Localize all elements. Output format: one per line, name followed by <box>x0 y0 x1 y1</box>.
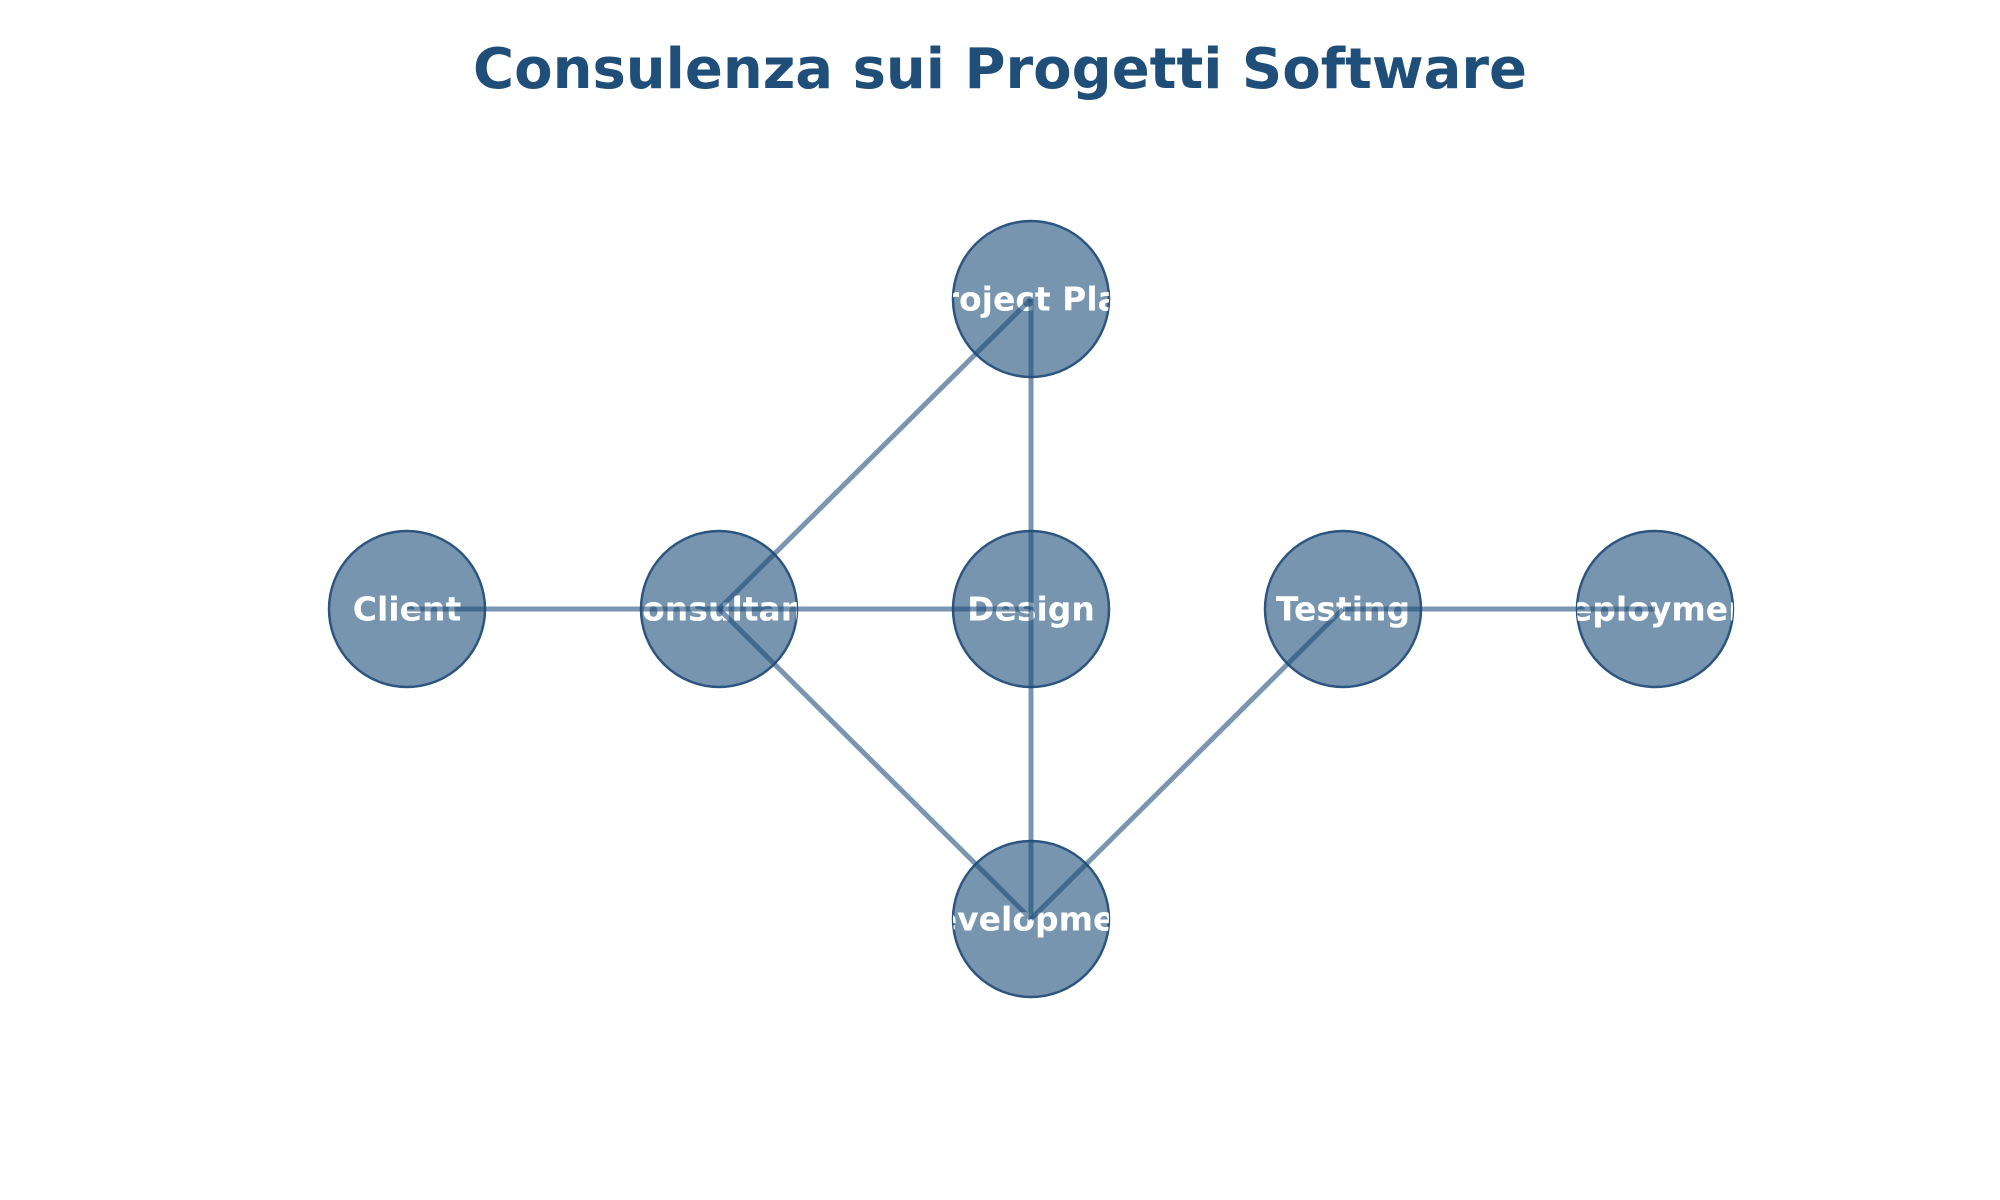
diagram-title: Consulenza sui Progetti Software <box>473 37 1527 102</box>
edge-consultant-to-development <box>717 607 1033 921</box>
edge-development-to-testing <box>1029 607 1345 921</box>
edges-layer <box>407 297 1655 921</box>
edge-consultant-to-project-plan <box>717 297 1033 611</box>
